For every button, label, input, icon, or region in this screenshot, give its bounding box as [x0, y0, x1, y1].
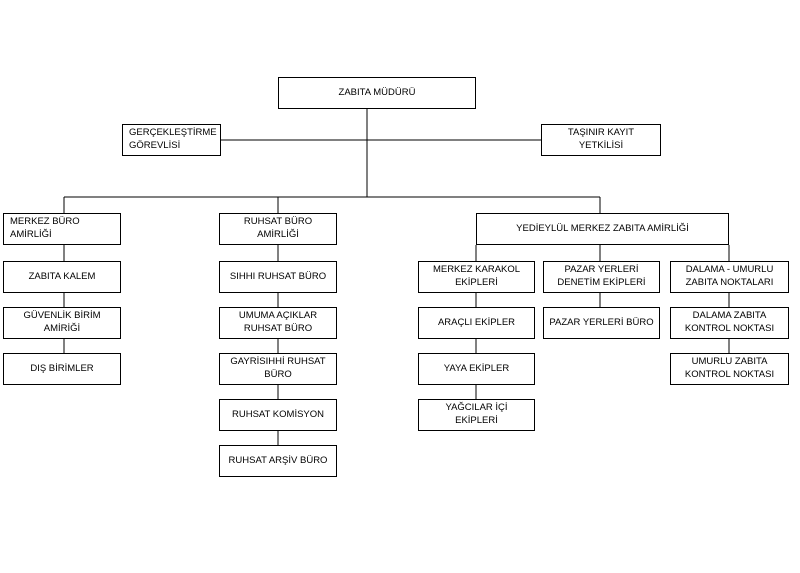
node-merkez-karakol-ekipleri: MERKEZ KARAKOL EKİPLERİ [418, 261, 535, 293]
node-ruhsat-arsiv-buro: RUHSAT ARŞİV BÜRO [219, 445, 337, 477]
node-sihhi-ruhsat-buro: SIHHI RUHSAT BÜRO [219, 261, 337, 293]
node-yaya-ekipler: YAYA EKİPLER [418, 353, 535, 385]
node-merkez-buro-amirligi: MERKEZ BÜRO AMİRLİĞİ [3, 213, 121, 245]
node-guvenlik-birim-amirigi: GÜVENLİK BİRİM AMİRİĞİ [3, 307, 121, 339]
node-dis-birimler: DIŞ BİRİMLER [3, 353, 121, 385]
node-gerceklestirme-gorevlisi: GERÇEKLEŞTİRME GÖREVLİSİ [122, 124, 221, 156]
node-gayrisihhi-ruhsat-buro: GAYRİSIHHİ RUHSAT BÜRO [219, 353, 337, 385]
node-pazar-yerleri-denetim-ekipleri: PAZAR YERLERİ DENETİM EKİPLERİ [543, 261, 660, 293]
node-pazar-yerleri-buro: PAZAR YERLERİ BÜRO [543, 307, 660, 339]
node-yagcilar-ici-ekipleri: YAĞCILAR İÇİ EKİPLERİ [418, 399, 535, 431]
node-dalama-umurlu-zabita-noktalari: DALAMA - UMURLU ZABITA NOKTALARI [670, 261, 789, 293]
node-ruhsat-komisyon: RUHSAT KOMİSYON [219, 399, 337, 431]
node-umurlu-zabita-kontrol-noktasi: UMURLU ZABITA KONTROL NOKTASI [670, 353, 789, 385]
node-tasinir-kayit-yetkilisi: TAŞINIR KAYIT YETKİLİSİ [541, 124, 661, 156]
node-zabita-kalem: ZABITA KALEM [3, 261, 121, 293]
node-zabita-muduru: ZABITA MÜDÜRÜ [278, 77, 476, 109]
node-umuma-aciklar-ruhsat-buro: UMUMA AÇIKLAR RUHSAT BÜRO [219, 307, 337, 339]
node-dalama-zabita-kontrol-noktasi: DALAMA ZABITA KONTROL NOKTASI [670, 307, 789, 339]
node-ruhsat-buro-amirligi: RUHSAT BÜRO AMİRLİĞİ [219, 213, 337, 245]
node-yedieylul-merkez-zabita-amirligi: YEDİEYLÜL MERKEZ ZABITA AMİRLİĞİ [476, 213, 729, 245]
node-aracli-ekipler: ARAÇLI EKİPLER [418, 307, 535, 339]
